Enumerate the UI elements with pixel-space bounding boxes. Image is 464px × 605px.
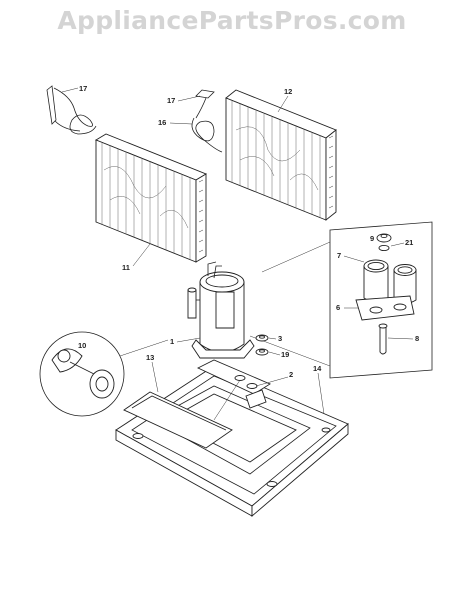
leader-14 (317, 372, 325, 415)
callout-6: 6 (336, 303, 340, 312)
rail-part-13 (123, 391, 233, 449)
callout-10: 10 (78, 341, 86, 350)
callout-17-upper: 17 (167, 96, 175, 105)
evaporator-coil-part-11 (94, 133, 208, 263)
watermark: AppliancePartsPros.com (57, 6, 407, 35)
leader-17 (61, 87, 79, 93)
callout-16: 16 (158, 118, 166, 127)
leader-17-upper (177, 95, 201, 102)
leader-2 (255, 376, 289, 387)
callout-13: 13 (146, 353, 154, 362)
callout-7: 7 (337, 251, 341, 260)
callout-11: 11 (122, 263, 130, 272)
mount-part-2 (196, 359, 271, 421)
leader-8 (387, 337, 414, 340)
grommet-part-3 (255, 334, 269, 342)
callout-21: 21 (405, 238, 413, 247)
compressor-part-1 (187, 261, 255, 359)
callout-8: 8 (415, 334, 419, 343)
leader-13 (151, 361, 159, 393)
callout-9: 9 (370, 234, 374, 243)
leader-21 (390, 242, 405, 247)
condenser-coil-part-12 (225, 89, 337, 221)
leader-12 (277, 95, 289, 113)
leader-11 (132, 243, 151, 267)
sensor-part-16 (191, 89, 223, 153)
detail-circle-part-10 (39, 331, 169, 417)
leader-16 (169, 122, 193, 125)
leader-7 (343, 255, 365, 263)
callout-17: 17 (79, 84, 87, 93)
callout-12: 12 (284, 87, 292, 96)
leader-3 (268, 337, 277, 340)
callout-2: 2 (289, 370, 293, 379)
callout-3: 3 (278, 334, 282, 343)
detail-box (249, 221, 433, 379)
capillary-tube-part-17 (46, 85, 97, 135)
leader-1 (176, 337, 201, 343)
base-pan-part-14 (115, 365, 349, 517)
callout-14: 14 (313, 364, 322, 373)
leader-19 (268, 351, 281, 356)
callout-19: 19 (281, 350, 289, 359)
callout-1: 1 (170, 337, 174, 346)
washer-part-19 (255, 348, 269, 356)
